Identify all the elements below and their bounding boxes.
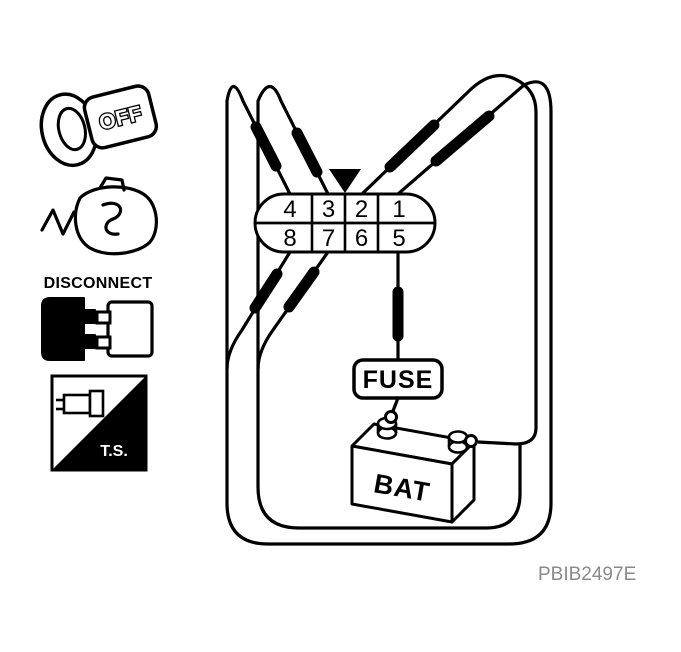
key-blade [82,84,159,150]
pin-label-5: 5 [392,225,405,252]
connector-half-white-tab-top [95,310,112,325]
wire-sleeve-pin2 [384,119,440,173]
orientation-marker-triangle [329,169,361,193]
pin-label-4: 4 [283,196,296,223]
fuse-label: FUSE [363,366,434,394]
pin-label-6: 6 [355,225,368,252]
figure-code: PBIB2497E [538,564,636,585]
wire-inner-loop [256,84,522,530]
connector-half-black [41,297,96,361]
pin-label-8: 8 [283,225,296,252]
wire-outer-loop [225,80,553,546]
battery-terminal-left [376,416,398,440]
disconnect-connector-icon: DISCONNECT [41,275,154,361]
battery: BAT [350,397,478,524]
wire-sleeve-pin4 [250,121,282,172]
connector-half-white-tab-bottom [95,335,112,350]
wire-sleeves [249,110,495,342]
harness-housing-tab [98,176,126,192]
wire-sleeve-pin3 [291,127,323,178]
disconnect-label: DISCONNECT [44,275,153,292]
connector-half-white-body [106,300,154,358]
pin-label-1: 1 [392,196,405,223]
wire-pin8 [225,251,292,370]
fuse-battery-link [391,397,400,412]
ts-label: T.S. [100,443,128,460]
harness-housing [73,185,158,256]
ts-mini-connector [56,389,105,418]
wire-sleeve-pin1 [430,110,495,167]
pin-label-3: 3 [322,196,335,223]
ignition-key-off-icon: OFF [39,84,159,168]
wire-eyelet-right [464,434,478,448]
pin-label-2: 2 [355,196,368,223]
wire-sleeve-pin7 [283,266,320,313]
wire-eyelet-left [384,410,398,424]
wire-pin7 [256,251,330,370]
harness-inner-squiggle [101,201,123,236]
ts-black-triangle [52,376,146,470]
wire-pin2-battery [360,74,538,446]
wire-sleeve-pin8 [249,268,283,314]
test-switch-icon: T.S. [50,374,148,472]
harness-connector-icon [40,176,158,256]
fuse-box: FUSE [352,358,444,400]
connector-block: 4 3 2 1 8 7 6 5 [253,169,437,254]
pin-label-7: 7 [322,225,335,252]
key-bow-hole [56,106,87,152]
